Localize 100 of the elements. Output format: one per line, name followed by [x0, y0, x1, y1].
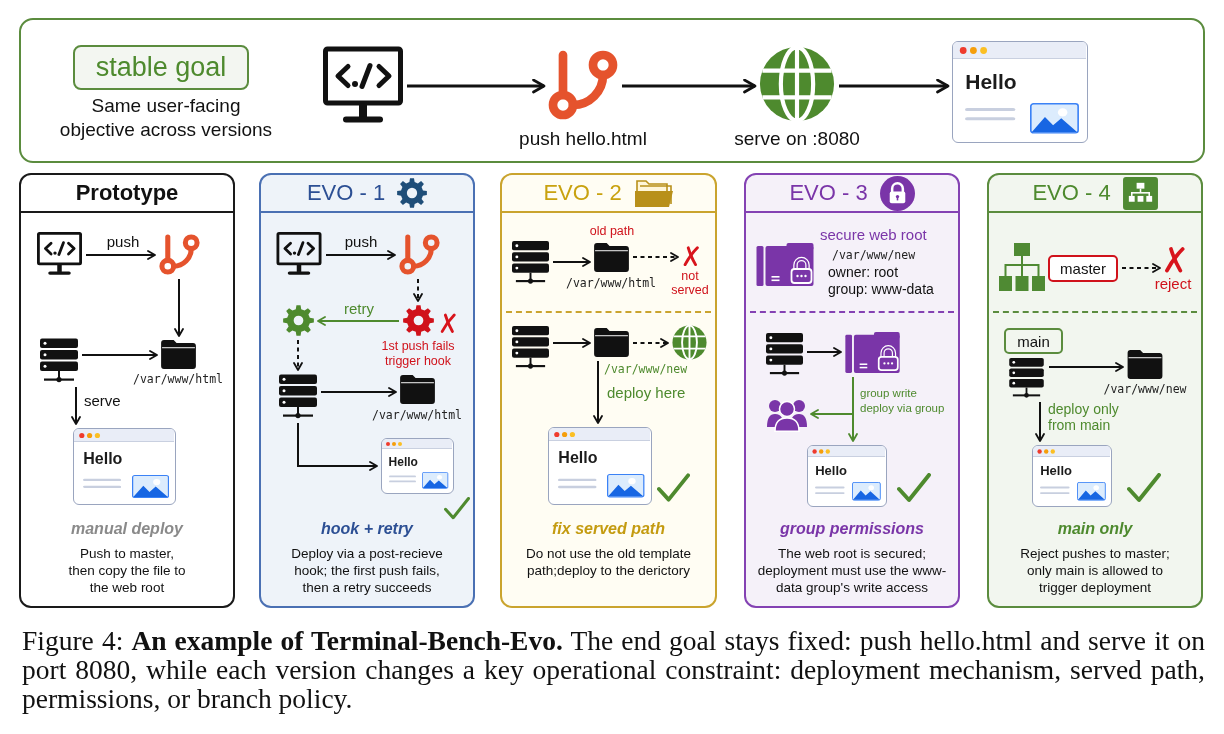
dashed-arrow: [632, 252, 679, 262]
status-label: reject: [1154, 275, 1192, 293]
step-caption: serve on :8080: [734, 127, 860, 151]
server-icon: [512, 325, 549, 370]
server-icon: [1008, 358, 1045, 398]
group-label: group: www-data: [828, 281, 934, 298]
goal-description: Same user-facing objective across versions: [58, 94, 274, 142]
summary-label: group permissions: [780, 519, 924, 539]
heading-text: Hello: [965, 71, 1017, 93]
edge-label: push: [104, 233, 142, 251]
arrow: [552, 338, 591, 348]
code-monitor-icon: [37, 232, 82, 277]
arrow: [407, 78, 546, 94]
browser-window: [73, 428, 176, 505]
banner-frame: [19, 18, 1205, 163]
owner-label: owner: root: [828, 264, 899, 281]
dashed-arrow: [1121, 263, 1161, 273]
step-caption: push hello.html: [519, 127, 647, 151]
cross-icon: [682, 246, 700, 266]
browser-window: [381, 438, 454, 494]
globe-icon: [672, 325, 707, 360]
branch-tag: main: [1004, 328, 1063, 354]
path-label: /var/www/new: [832, 248, 916, 262]
folder-icon: [594, 243, 629, 272]
arrow: [174, 278, 184, 337]
arrow: [622, 78, 757, 94]
browser-window: [548, 427, 652, 505]
summary-label: manual deploy: [71, 519, 183, 539]
path-label: /var/www/html: [566, 276, 656, 290]
branch-icon: [159, 234, 200, 275]
edge-label: push: [342, 233, 380, 251]
path-label: /var/www/html: [133, 372, 223, 386]
panel-title: EVO - 4: [1032, 182, 1111, 204]
status-label: 1st push fails trigger hook: [380, 339, 456, 369]
browser-window: [1032, 445, 1112, 507]
arrow: [839, 78, 950, 94]
arrow: [325, 250, 396, 260]
server-icon: [279, 374, 317, 419]
heading-text: Hello: [815, 464, 847, 478]
arrow: [85, 250, 156, 260]
gear-icon: [403, 305, 434, 336]
globe-icon: [759, 46, 835, 122]
heading-text: Hello: [1040, 464, 1072, 478]
server-icon: [512, 240, 549, 285]
dashed-arrow: [293, 339, 303, 371]
dashed-arrow: [632, 338, 669, 348]
heading-label: secure web root: [820, 226, 927, 244]
description-text: The web root is secured; deployment must use the www-data group's write access: [756, 545, 948, 596]
description-text: Do not use the old template path;deploy to the derictory: [524, 545, 693, 579]
path-label: /var/www/new: [604, 362, 688, 376]
heading-text: Hello: [388, 455, 418, 468]
folder-icon: [400, 375, 435, 404]
dashed-arrow: [413, 278, 423, 302]
branch-icon: [399, 234, 440, 275]
panel-title: Prototype: [75, 182, 179, 204]
path-label: /var/www/html: [372, 408, 462, 422]
arrow: [1048, 362, 1124, 372]
panel-title: EVO - 2: [543, 182, 622, 204]
branch-icon: [548, 50, 618, 120]
panel-card: [744, 173, 960, 608]
arrow: [552, 257, 591, 267]
path-label: /var/www/new: [1103, 382, 1187, 396]
arrow: [81, 350, 158, 360]
edge-label: deploy here: [605, 384, 688, 402]
cross-icon: [1164, 246, 1185, 273]
locked-folder-icon: [845, 332, 901, 373]
panel-title: EVO - 3: [789, 182, 868, 204]
description-text: Push to master, then copy the file to the web root: [67, 545, 187, 596]
summary-label: main only: [1057, 519, 1133, 539]
arrow: [317, 316, 400, 326]
browser-window: [952, 41, 1088, 143]
summary-label: hook + retry: [321, 519, 413, 539]
server-icon: [40, 338, 78, 383]
path-note: old path: [589, 224, 635, 239]
arrow: [806, 347, 842, 357]
folder-icon: [1127, 350, 1163, 379]
panel-card: [987, 173, 1203, 608]
description-text: Reject pushes to master; only main is allowed to trigger deployment: [1019, 545, 1171, 596]
arrow: [593, 360, 603, 424]
heading-text: Hello: [558, 450, 598, 467]
arrow: [320, 387, 397, 397]
people-icon: [767, 397, 807, 432]
arrow: [1035, 401, 1045, 442]
status-label: not served: [670, 269, 710, 297]
description-text: Deploy via a post-recieve hook; the first push fails, then a retry succeeds: [290, 545, 444, 596]
code-monitor-icon: [276, 232, 322, 277]
goal-tag: stable goal: [73, 45, 249, 90]
panel-title: EVO - 1: [306, 182, 386, 204]
browser-window: [807, 445, 887, 507]
arrow: [297, 422, 378, 471]
folder-icon: [594, 328, 629, 357]
panel-card: [19, 173, 235, 608]
summary-label: fix served path: [552, 519, 665, 539]
heading-text: Hello: [83, 451, 123, 468]
arrow: [71, 386, 81, 425]
figure-caption: Figure 4: An example of Terminal-Bench-Evo. The end goal stays fixed: push hello.html and serve it on port 8080, while each version changes a key operational constraint: deployment mechanism, served path, permissions, or branch policy.: [22, 626, 1205, 713]
folder-icon: [161, 340, 196, 369]
branch-tag: master: [1048, 255, 1118, 282]
gear-icon: [283, 305, 314, 336]
panel-card: [259, 173, 475, 608]
